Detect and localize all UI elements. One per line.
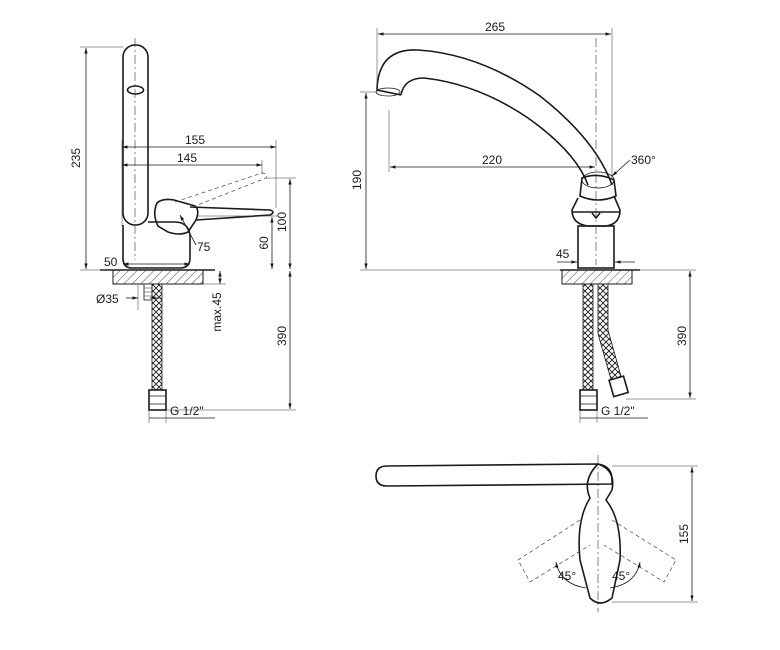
side-lever-handle xyxy=(189,206,274,221)
dim-front-width-265: 265 xyxy=(485,20,505,34)
dim-front-reach-220: 220 xyxy=(482,153,502,167)
dim-side-reach-155: 155 xyxy=(185,133,205,147)
front-view: 265 190 220 360° 45 390 G 1/2" xyxy=(350,20,696,423)
front-base-plate xyxy=(561,269,633,285)
side-hose xyxy=(151,283,163,391)
dim-side-height-100: 100 xyxy=(275,212,289,232)
dim-front-hose-390: 390 xyxy=(675,326,689,346)
side-base-plate xyxy=(112,269,204,285)
dim-top-depth-155: 155 xyxy=(677,524,691,544)
dim-side-50: 50 xyxy=(104,255,118,269)
dim-top-angle-left: 45° xyxy=(558,569,576,583)
front-spout xyxy=(376,49,613,186)
dim-side-height-60: 60 xyxy=(257,236,271,250)
top-view: 45° 45° 155 xyxy=(375,455,698,612)
top-spout xyxy=(375,463,613,487)
dim-side-reach-145: 145 xyxy=(177,151,197,165)
dim-side-75: 75 xyxy=(197,240,211,254)
side-spout-outlet xyxy=(126,85,145,95)
dim-front-height-190: 190 xyxy=(350,170,364,190)
front-hose-right xyxy=(597,283,623,384)
dim-side-thread: G 1/2" xyxy=(170,404,204,418)
dim-side-height-235: 235 xyxy=(69,148,83,168)
side-view: 235 155 145 100 60 75 50 Ø35 max.45 xyxy=(69,38,296,423)
side-mixer-body xyxy=(122,221,191,269)
dim-top-angle-right: 45° xyxy=(612,569,630,583)
side-cartridge xyxy=(153,198,199,235)
top-lever xyxy=(578,463,622,604)
dim-side-max-45: max.45 xyxy=(210,292,224,332)
dim-front-rotation: 360° xyxy=(631,153,656,167)
dim-front-body-45: 45 xyxy=(556,247,570,261)
dim-front-thread: G 1/2" xyxy=(601,404,635,418)
front-hose-left xyxy=(582,283,594,391)
side-hose-nut xyxy=(148,389,167,411)
dim-side-hose-390: 390 xyxy=(275,326,289,346)
dim-side-diameter-35: Ø35 xyxy=(96,292,119,306)
side-spout-tube xyxy=(122,44,149,226)
